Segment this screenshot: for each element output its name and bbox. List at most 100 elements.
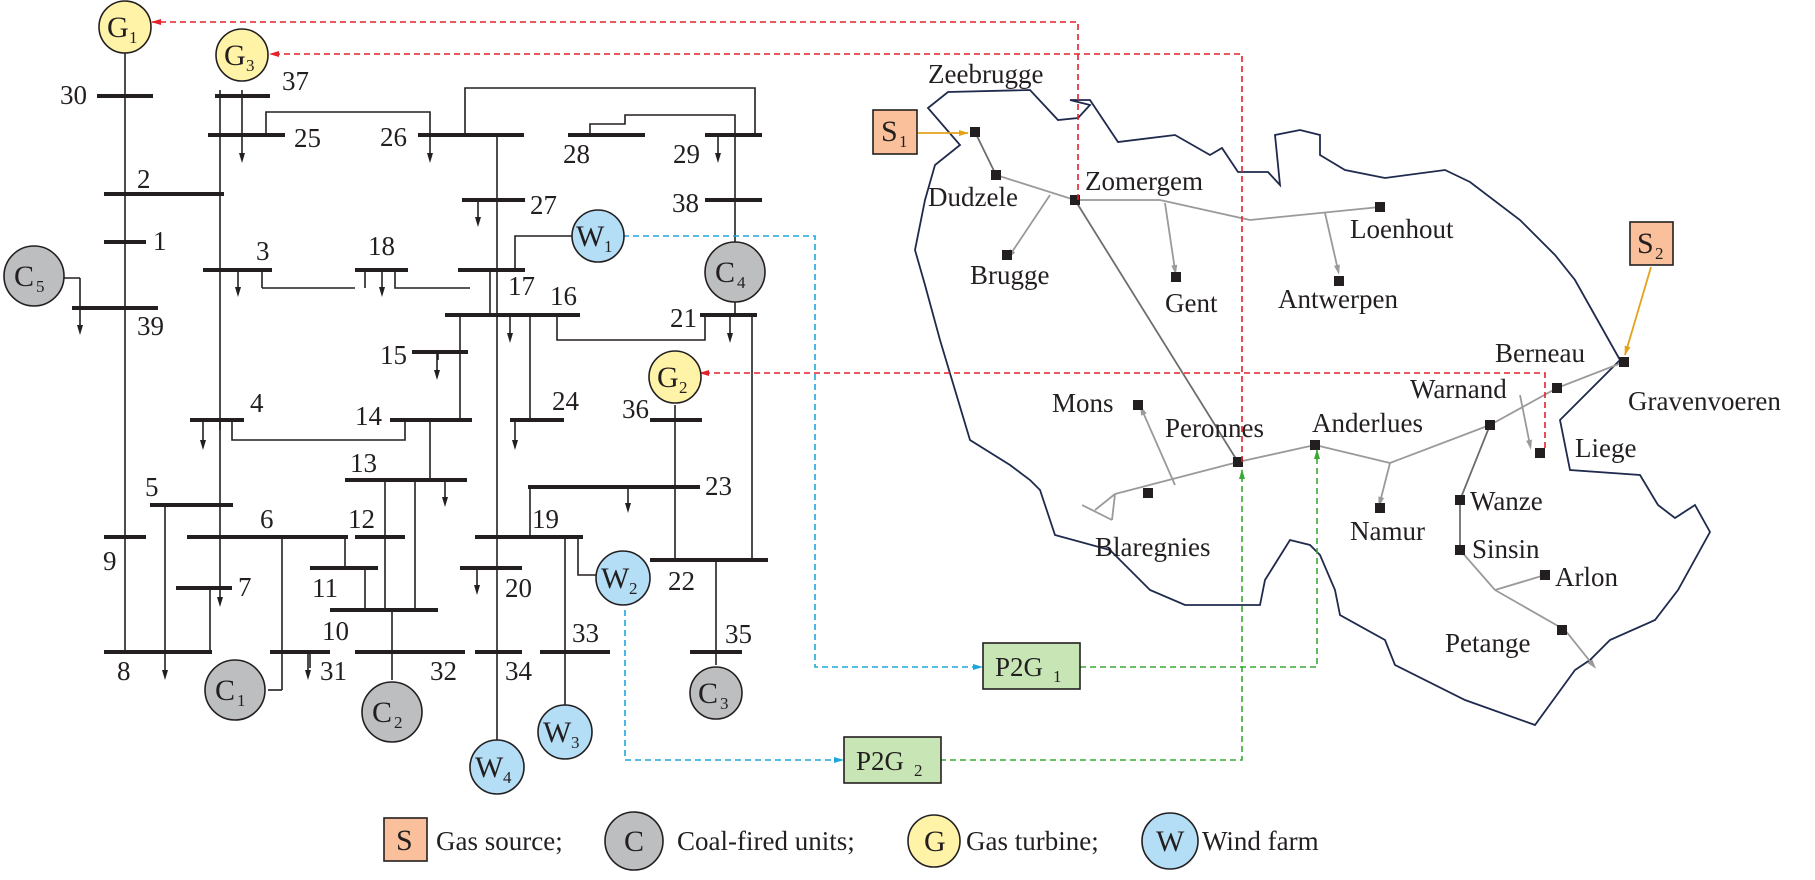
gas-label-peronnes: Peronnes xyxy=(1165,413,1264,443)
gas-label-liege: Liege xyxy=(1575,433,1636,463)
gas-label-zomergem: Zomergem xyxy=(1085,166,1203,196)
gas-node-marker xyxy=(1455,495,1465,505)
svg-text:1: 1 xyxy=(237,691,246,710)
link-g1 xyxy=(151,19,1079,200)
bus-label-2: 2 xyxy=(137,164,151,194)
bus-label-10: 10 xyxy=(322,616,349,646)
bus-label-32: 32 xyxy=(430,656,457,686)
gas-node-marker xyxy=(970,127,980,137)
bus-label-1: 1 xyxy=(153,226,167,256)
svg-text:1: 1 xyxy=(129,28,138,47)
gas-source-s2: S 2 xyxy=(1629,221,1674,266)
svg-text:G: G xyxy=(224,39,246,72)
link-w2-p2g2 xyxy=(624,610,844,763)
gas-label-mons: Mons xyxy=(1052,388,1114,418)
p2g-unit-1: P2G 1 xyxy=(982,642,1081,690)
gas-node-marker xyxy=(1557,625,1567,635)
svg-text:C: C xyxy=(372,696,392,729)
bus-label-23: 23 xyxy=(705,471,732,501)
svg-text:G: G xyxy=(657,361,679,394)
svg-text:C: C xyxy=(715,256,735,289)
legend-gas-source: S Gas source; xyxy=(383,817,563,862)
bus-label-27: 27 xyxy=(530,190,557,220)
bus-label-16: 16 xyxy=(550,281,577,311)
gas-node-marker xyxy=(1171,272,1181,282)
bus-label-6: 6 xyxy=(260,504,274,534)
wind-farm-w3: W 3 xyxy=(537,704,593,760)
gas-node-marker xyxy=(1233,457,1243,467)
gas-pipelines xyxy=(974,131,1625,669)
bus-label-13: 13 xyxy=(350,448,377,478)
link-p2g1-anderlues xyxy=(1080,449,1320,668)
bus-label-28: 28 xyxy=(563,139,590,169)
gas-label-blaregnies: Blaregnies xyxy=(1095,532,1210,562)
bus-label-31: 31 xyxy=(320,656,347,686)
bus-label-33: 33 xyxy=(572,618,599,648)
p2g-unit-2: P2G 2 xyxy=(843,736,942,784)
svg-text:S: S xyxy=(881,115,898,148)
bus-label-25: 25 xyxy=(294,123,321,153)
svg-text:3: 3 xyxy=(720,694,729,713)
svg-text:2: 2 xyxy=(914,761,923,780)
gas-label-arlon: Arlon xyxy=(1555,562,1618,592)
bus-label-11: 11 xyxy=(312,573,338,603)
bus-label-4: 4 xyxy=(250,388,264,418)
coal-unit-c2: C 2 xyxy=(361,681,423,743)
gas-node-marker xyxy=(1552,383,1562,393)
bus-label-15: 15 xyxy=(380,340,407,370)
svg-text:P2G: P2G xyxy=(995,652,1043,682)
gas-node-marker xyxy=(1455,545,1465,555)
wind-farm-w2: W 2 xyxy=(595,550,651,606)
gas-turbine-g1: G 1 xyxy=(98,0,152,54)
bus-label-3: 3 xyxy=(256,236,270,266)
bus-bars xyxy=(72,94,768,654)
link-w1-p2g1 xyxy=(623,235,983,670)
gas-label-gent: Gent xyxy=(1165,288,1218,318)
svg-text:4: 4 xyxy=(737,273,746,292)
bus-label-20: 20 xyxy=(505,573,532,603)
coal-unit-c4: C 4 xyxy=(704,241,766,303)
link-g2 xyxy=(699,370,1546,448)
bus-label-9: 9 xyxy=(103,546,117,576)
bus-label-17: 17 xyxy=(508,271,535,301)
bus-label-38: 38 xyxy=(672,188,699,218)
bus-label-34: 34 xyxy=(505,656,533,686)
svg-text:Coal-fired units;: Coal-fired units; xyxy=(677,826,855,856)
gas-node-marker xyxy=(1485,420,1495,430)
svg-text:2: 2 xyxy=(1655,244,1664,263)
gas-label-loenhout: Loenhout xyxy=(1350,214,1454,244)
gas-node-marker xyxy=(1334,276,1344,286)
svg-text:G: G xyxy=(107,11,129,44)
svg-text:Wind farm: Wind farm xyxy=(1202,826,1319,856)
legend-wind-farm: W Wind farm xyxy=(1141,812,1319,870)
wind-farm-w1: W 1 xyxy=(571,209,625,263)
coupling-links xyxy=(151,19,1652,763)
svg-text:W: W xyxy=(475,751,504,784)
gas-node-marker xyxy=(1310,440,1320,450)
coal-unit-c1: C 1 xyxy=(204,659,266,721)
bus-label-19: 19 xyxy=(532,504,559,534)
gas-node-marker xyxy=(1070,195,1080,205)
gas-turbine-g2: G 2 xyxy=(648,350,702,404)
svg-text:2: 2 xyxy=(629,579,638,598)
gas-label-berneau: Berneau xyxy=(1495,338,1585,368)
svg-text:C: C xyxy=(14,260,34,293)
gas-label-sinsin: Sinsin xyxy=(1472,534,1540,564)
power-wires xyxy=(60,40,756,790)
gas-node-marker xyxy=(1133,400,1143,410)
gas-label-brugge: Brugge xyxy=(970,260,1050,290)
bus-label-24: 24 xyxy=(552,386,580,416)
svg-text:1: 1 xyxy=(604,237,613,256)
gas-label-petange: Petange xyxy=(1445,628,1530,658)
bus-label-7: 7 xyxy=(238,572,252,602)
svg-text:S: S xyxy=(1637,227,1654,260)
belgium-border xyxy=(914,89,1712,727)
gas-source-s1: S 1 xyxy=(872,109,918,155)
coal-unit-c3: C 3 xyxy=(689,666,743,720)
link-p2g2-peronnes xyxy=(940,469,1245,761)
bus-label-35: 35 xyxy=(725,619,752,649)
bus-label-30: 30 xyxy=(60,80,87,110)
svg-text:2: 2 xyxy=(679,378,688,397)
